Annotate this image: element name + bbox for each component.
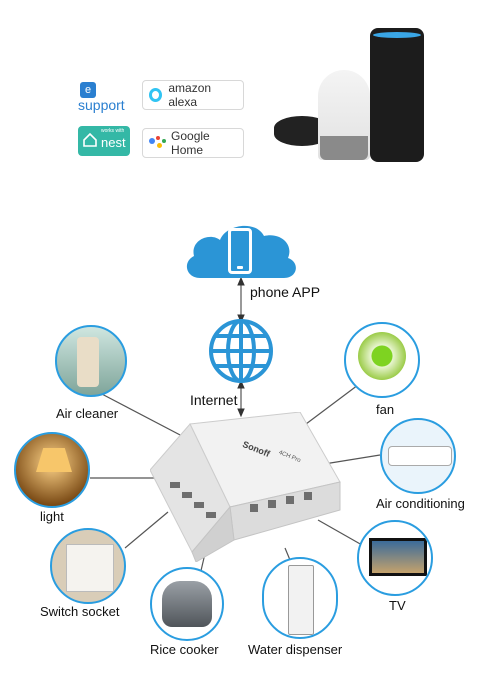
air-cleaner-label: Air cleaner bbox=[56, 406, 119, 421]
sonoff-4ch-pro-device: Sonoff 4CH Pro bbox=[149, 411, 342, 563]
tv-circle bbox=[357, 520, 433, 596]
internet-globe-icon bbox=[206, 318, 276, 384]
alexa-badge: amazon alexa bbox=[142, 80, 244, 110]
google-home-badge: Google Home bbox=[142, 128, 244, 158]
line-tv bbox=[317, 519, 363, 546]
lamp-icon bbox=[36, 448, 72, 472]
echo-speaker bbox=[370, 28, 424, 162]
google-home-label: Google Home bbox=[171, 129, 210, 157]
fan-label: fan bbox=[376, 402, 395, 417]
ewelink-logo-icon: e bbox=[80, 82, 96, 98]
fan-icon bbox=[358, 332, 406, 380]
water-dispenser-icon bbox=[288, 565, 314, 635]
google-home-base bbox=[320, 136, 368, 160]
nest-small-text: works with bbox=[101, 128, 125, 134]
tv-label: TV bbox=[389, 598, 406, 613]
nest-badge: works with nest bbox=[78, 126, 130, 156]
rice-cooker-label: Rice cooker bbox=[150, 642, 219, 657]
socket-plate-icon bbox=[66, 544, 114, 592]
rice-cooker-icon bbox=[162, 581, 212, 627]
internet-label: Internet bbox=[190, 392, 238, 408]
air-conditioner-icon bbox=[388, 446, 452, 466]
nest-label: nest bbox=[101, 135, 126, 150]
nest-home-icon bbox=[83, 132, 97, 147]
phone-icon bbox=[228, 228, 252, 274]
alexa-ring-icon bbox=[149, 88, 163, 102]
rice-cooker-circle bbox=[150, 567, 224, 641]
air-cleaner-circle bbox=[55, 325, 127, 397]
alexa-label: amazon alexa bbox=[168, 81, 212, 109]
cloud-phone-app bbox=[180, 218, 302, 282]
smart-speakers-image bbox=[268, 28, 428, 168]
water-dispenser-label: Water dispenser bbox=[248, 642, 343, 657]
cloud-icon bbox=[186, 225, 296, 278]
air-cleaner-icon bbox=[77, 337, 99, 387]
air-conditioning-label: Air conditioning bbox=[376, 496, 465, 511]
switch-socket-label: Switch socket bbox=[40, 604, 120, 619]
air-conditioning-circle bbox=[380, 418, 456, 494]
light-circle bbox=[14, 432, 90, 508]
line-switch-socket bbox=[124, 511, 169, 549]
fan-circle bbox=[344, 322, 420, 398]
phone-app-label: phone APP bbox=[250, 284, 321, 300]
switch-socket-circle bbox=[50, 528, 126, 604]
water-dispenser-circle bbox=[262, 557, 338, 639]
tv-icon bbox=[369, 538, 427, 576]
ewelink-badge: e support bbox=[78, 82, 130, 113]
google-assistant-icon bbox=[149, 136, 166, 150]
ewelink-support-text: support bbox=[78, 97, 125, 113]
light-label: light bbox=[40, 509, 64, 524]
